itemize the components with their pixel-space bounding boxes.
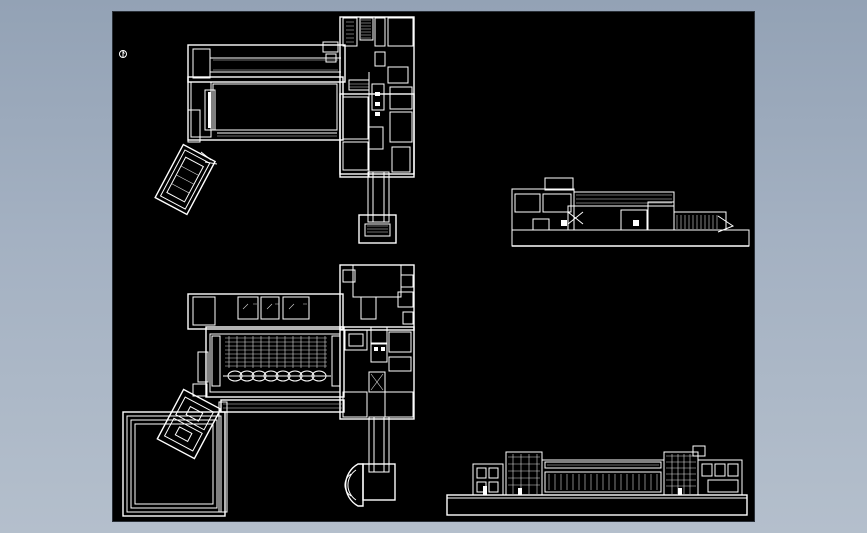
north-arrow-icon [119,50,127,58]
ground-floor-plan[interactable] [122,264,415,517]
auditorium-stage-seats [223,370,331,382]
upper-floor-plan[interactable] [154,16,415,244]
building-section[interactable] [511,177,750,247]
building-elevation[interactable] [446,445,748,516]
cad-viewport[interactable] [112,11,755,522]
cad-drawing-canvas[interactable] [113,12,754,521]
auditorium-seating [225,336,327,368]
